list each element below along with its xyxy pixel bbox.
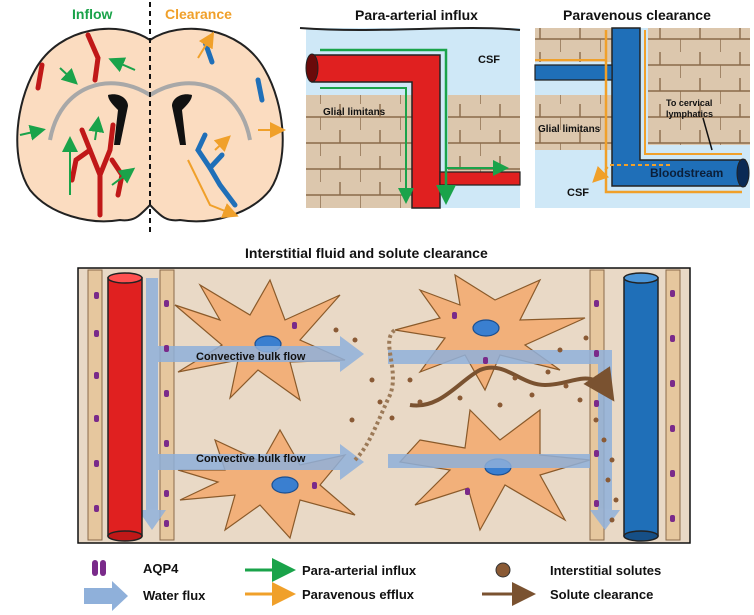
astrocyte-nucleus [472, 319, 500, 337]
legend-solute-icon [495, 562, 511, 578]
artery-branch [439, 171, 521, 186]
artery-opening [305, 53, 319, 83]
endfeet-columns [87, 269, 681, 541]
legend-solute-clearance-label: Solute clearance [550, 587, 653, 602]
para-arterial-green-path [320, 48, 456, 205]
para-arterial-panel: Para-arterial influx CSF Glial limitans [299, 7, 521, 209]
ventricle-right [172, 94, 192, 145]
aqp4-channels [94, 290, 675, 527]
clearance-label: Clearance [165, 6, 232, 22]
legend-water-flux-icon [84, 581, 128, 611]
inflow-arrows [19, 57, 136, 195]
pv-tissue-left [535, 28, 612, 62]
interstitial-panel: Interstitial fluid and solute clearance [77, 245, 691, 544]
pv-bloodstream-label: Bloodstream [650, 166, 723, 180]
pv-tissue-right [648, 28, 750, 145]
brain-coronal-section: Inflow Clearance [16, 2, 286, 232]
legend-water-flux-label: Water flux [143, 588, 206, 603]
ventricle-left [108, 94, 128, 145]
tissue-right [448, 95, 520, 172]
vein-column [623, 272, 659, 542]
legend: AQP4 Water flux Para-arterial influx Par… [84, 558, 661, 611]
tissue-left [306, 95, 412, 208]
pv-orange-path [604, 30, 742, 194]
para-arterial-green-path-inner [320, 87, 414, 204]
pv-lymph-label-2: lymphatics [666, 109, 713, 119]
interstitial-solutes [333, 327, 619, 523]
interstitial-title: Interstitial fluid and solute clearance [245, 245, 488, 261]
para-arterial-csf-label: CSF [478, 54, 500, 66]
legend-solute-label: Interstitial solutes [550, 563, 661, 578]
pv-tissue-left-lower [535, 95, 612, 150]
solute-clearance-path [409, 365, 615, 408]
legend-aqp4-label: AQP4 [143, 561, 179, 576]
pv-csf-label: CSF [567, 187, 589, 199]
para-arterial-glial-label: Glial limitans [323, 107, 386, 118]
inflow-label: Inflow [72, 6, 113, 22]
vein-branch [534, 64, 613, 81]
clearance-arrows [187, 31, 286, 218]
pv-dashed-flow [592, 164, 670, 183]
astrocyte-nucleus [271, 476, 299, 494]
pv-orange-path-2 [644, 30, 742, 155]
convective-flow-label-bottom: Convective bulk flow [196, 453, 306, 465]
convective-flow-label-top: Convective bulk flow [196, 351, 306, 363]
paravenous-title: Paravenous clearance [563, 7, 711, 23]
legend-para-arterial-label: Para-arterial influx [302, 563, 417, 578]
para-arterial-title: Para-arterial influx [355, 7, 478, 23]
legend-paravenous-label: Paravenous efflux [302, 587, 415, 602]
legend-aqp4-icon [92, 560, 106, 576]
water-flux-arrows [138, 278, 620, 530]
pv-lymph-label-1: To cervical [666, 98, 712, 108]
vein-opening [736, 158, 750, 188]
solute-clearance-dotted [353, 328, 397, 462]
pv-glial-label: Glial limitans [538, 124, 601, 135]
paravenous-panel: Paravenous clearance Glial limitans To c… [534, 7, 750, 208]
brain-outline [16, 27, 284, 223]
artery-column [107, 272, 143, 542]
